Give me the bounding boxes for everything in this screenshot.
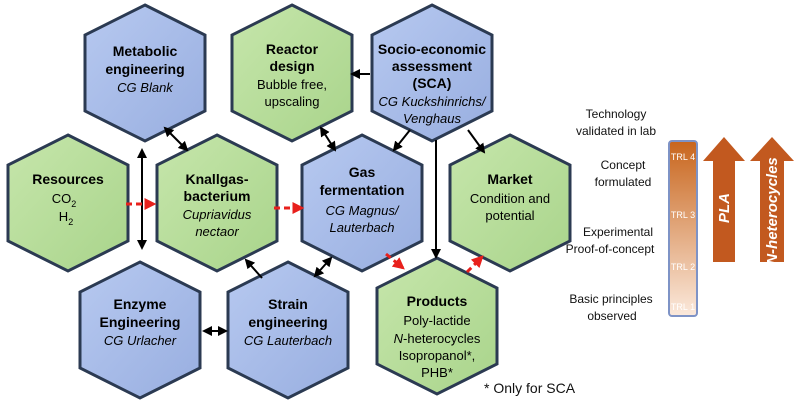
sca-title-2: assessment: [392, 58, 473, 74]
trl1-label-2: observed: [587, 309, 636, 323]
hex-products: Products Poly-lactide N-heterocycles Iso…: [375, 256, 499, 396]
sca-group-2: Venghaus: [403, 111, 462, 126]
trl3-label-1: Concept: [601, 158, 646, 172]
metabolic-title-2: engineering: [105, 61, 184, 77]
resources-title: Resources: [32, 171, 104, 187]
trl4-label-2: validated in lab: [576, 124, 656, 138]
trl1-label-1: Basic principles: [569, 292, 652, 306]
knallgas-organism-1: Cupriavidus: [183, 207, 252, 222]
hex-socio-economic-assessment: Socio-economic assessment (SCA) CG Kucks…: [370, 3, 494, 143]
red-arrow-products-market: [465, 255, 484, 274]
gas-group-1: CG Magnus/: [326, 203, 400, 218]
reactor-body-2: upscaling: [265, 94, 320, 109]
reactor-body-1: Bubble free,: [257, 77, 327, 92]
reactor-title: Reactor: [266, 41, 319, 57]
hex-gas-fermentation: Gas fermentation CG Magnus/ Lauterbach: [300, 133, 424, 273]
gas-title-1: Gas: [349, 164, 376, 180]
products-line-2: N-heterocycles: [394, 331, 481, 346]
pla-arrow-label: PLA: [716, 193, 733, 223]
resources-co2: CO2: [52, 191, 77, 209]
resources-h2: H2: [59, 209, 73, 227]
gas-group-2: Lauterbach: [329, 220, 394, 235]
hex-strain-engineering: Strain engineering CG Lauterbach: [226, 260, 350, 400]
sca-title-3: (SCA): [413, 75, 452, 91]
market-body-1: Condition and: [470, 191, 550, 206]
market-body-2: potential: [485, 208, 534, 223]
market-title: Market: [487, 171, 532, 187]
arrow-strain-to-knallgas: [244, 258, 263, 279]
sca-group-1: CG Kuckshinrichs/: [379, 94, 487, 109]
gas-title-2: fermentation: [320, 182, 405, 198]
trl2-label-2: Proof-of-concept: [566, 242, 655, 256]
arrow-sca-to-gas: [392, 129, 411, 152]
big-arrow-n-heterocycles: N-heterocycles: [750, 137, 794, 265]
hex-knallgas-bacterium: Knallgas- bacterium Cupriavidus nectaor: [155, 133, 279, 273]
trl-level-4: TRL 4: [671, 152, 695, 162]
strain-title-2: engineering: [248, 314, 327, 330]
trl-level-1: TRL 1: [671, 302, 695, 312]
products-title: Products: [407, 293, 468, 309]
red-arrow-gas-products: [385, 252, 405, 270]
arrow-reactor-gas: [319, 126, 337, 152]
hex-enzyme-engineering: Enzyme Engineering CG Urlacher: [78, 260, 202, 400]
enzyme-title-2: Engineering: [100, 314, 181, 330]
knallgas-title-2: bacterium: [184, 188, 251, 204]
hex-market: Market Condition and potential: [448, 133, 572, 273]
enzyme-title-1: Enzyme: [114, 296, 167, 312]
trl2-label-1: Experimental: [583, 225, 653, 239]
products-line-1: Poly-lactide: [403, 313, 470, 328]
trl-level-3: TRL 3: [671, 210, 695, 220]
metabolic-group: CG Blank: [117, 80, 174, 95]
n-heterocycles-arrow-label: N-heterocycles: [764, 157, 781, 265]
metabolic-title-1: Metabolic: [113, 43, 178, 59]
trl-labels: Technology validated in lab Concept form…: [566, 107, 657, 323]
arrow-strain-gas: [313, 256, 333, 278]
hex-reactor-design: Reactor design Bubble free, upscaling: [230, 3, 354, 143]
reactor-title-2: design: [269, 58, 314, 74]
sca-title-1: Socio-economic: [378, 41, 486, 57]
trl-scale-bar: TRL 4 TRL 3 TRL 2 TRL 1: [668, 140, 698, 317]
strain-title-1: Strain: [268, 296, 308, 312]
products-line-4: PHB*: [421, 365, 453, 380]
footnote-only-for-sca: * Only for SCA: [484, 380, 576, 396]
arrow-sca-to-market: [467, 129, 486, 154]
knallgas-title-1: Knallgas-: [185, 171, 248, 187]
products-line-3: Isopropanol*,: [399, 348, 476, 363]
strain-group: CG Lauterbach: [244, 333, 332, 348]
hex-metabolic-engineering: Metabolic engineering CG Blank: [83, 3, 207, 143]
trl3-label-2: formulated: [595, 175, 652, 189]
big-arrow-pla: PLA: [703, 137, 745, 262]
trl4-label-1: Technology: [586, 107, 647, 121]
arrow-metabolic-knallgas: [163, 126, 189, 152]
knallgas-organism-2: nectaor: [195, 224, 239, 239]
trl-level-2: TRL 2: [671, 262, 695, 272]
enzyme-group: CG Urlacher: [104, 333, 177, 348]
hex-resources: Resources CO2 H2: [6, 133, 130, 273]
